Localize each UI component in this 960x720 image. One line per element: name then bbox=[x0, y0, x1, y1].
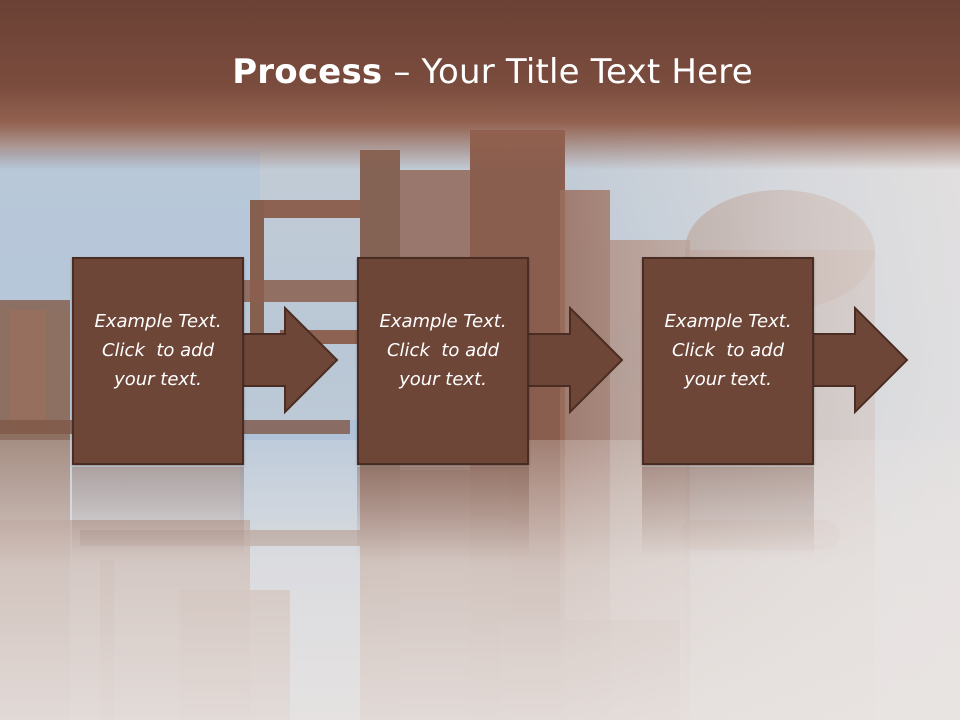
step-2-reflection bbox=[357, 467, 529, 557]
step-1-line-1: Example Text. bbox=[94, 310, 222, 332]
step-1-line-2: Click to add bbox=[101, 339, 214, 361]
step-3-box[interactable]: Example Text. Click to add your text. bbox=[642, 257, 814, 465]
step-2-line-3: your text. bbox=[399, 368, 487, 390]
title-rest: – Your Title Text Here bbox=[382, 52, 753, 92]
title-band bbox=[0, 0, 960, 170]
step-1-reflection bbox=[72, 467, 244, 557]
right-arrow-icon bbox=[813, 306, 909, 415]
slide-title[interactable]: Process – Your Title Text Here bbox=[0, 52, 960, 92]
step-2-box[interactable]: Example Text. Click to add your text. bbox=[357, 257, 529, 465]
background-fade-bottom bbox=[0, 440, 960, 720]
step-3-line-2: Click to add bbox=[671, 339, 784, 361]
step-3-line-1: Example Text. bbox=[664, 310, 792, 332]
step-1-line-3: your text. bbox=[114, 368, 202, 390]
step-2-line-2: Click to add bbox=[386, 339, 499, 361]
title-bold: Process bbox=[232, 52, 383, 92]
right-arrow-icon bbox=[528, 306, 624, 415]
step-2-text: Example Text. Click to add your text. bbox=[363, 307, 523, 394]
step-3-text: Example Text. Click to add your text. bbox=[648, 307, 808, 394]
step-1-text: Example Text. Click to add your text. bbox=[78, 307, 238, 394]
step-3-line-3: your text. bbox=[684, 368, 772, 390]
step-3-reflection bbox=[642, 467, 814, 557]
right-arrow-icon bbox=[243, 306, 339, 415]
step-1-box[interactable]: Example Text. Click to add your text. bbox=[72, 257, 244, 465]
step-2-line-1: Example Text. bbox=[379, 310, 507, 332]
